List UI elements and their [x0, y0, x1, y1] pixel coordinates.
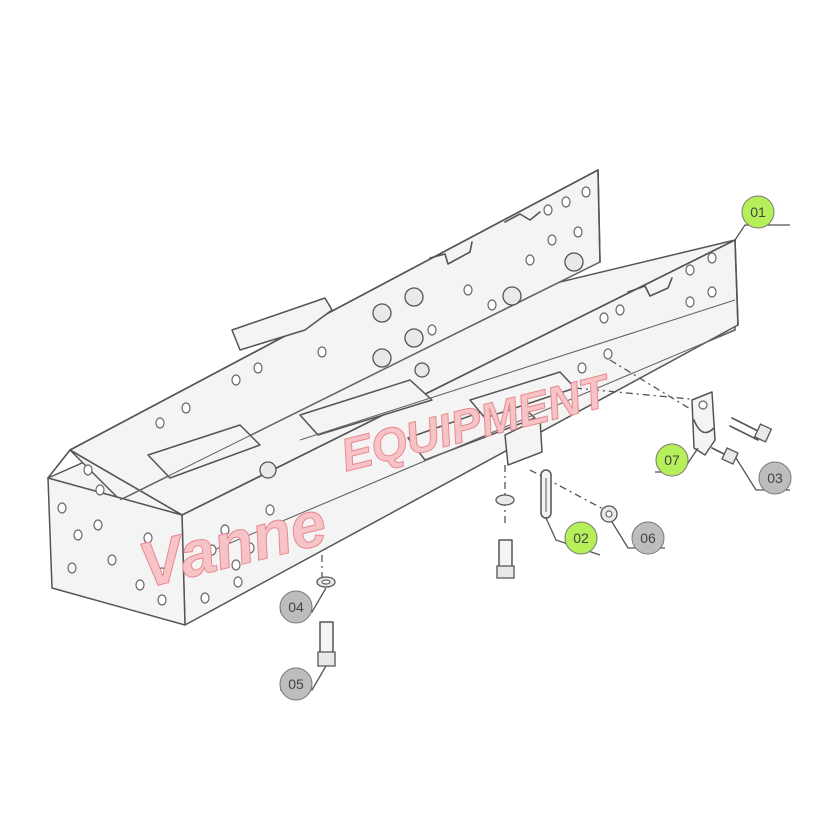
callout-03: 03	[735, 457, 792, 495]
callout-02-label: 02	[573, 530, 589, 546]
callout-04-badge	[279, 590, 313, 624]
callout-06-label: 06	[640, 530, 656, 546]
callout-01: 01	[734, 195, 790, 241]
callout-01-badge	[741, 195, 775, 229]
bolt-part-03	[711, 417, 773, 465]
callout-03-badge	[758, 461, 792, 495]
callout-02: 02	[545, 517, 601, 556]
callouts: 01 02 03 04 05 06	[279, 195, 792, 701]
clamp-bracket-part	[691, 391, 716, 456]
washer-part-04	[316, 576, 336, 588]
callout-01-label: 01	[750, 204, 766, 220]
callout-05-label: 05	[288, 676, 304, 692]
callout-04-label: 04	[288, 599, 304, 615]
callout-07: 07	[655, 443, 699, 477]
callout-04: 04	[279, 587, 327, 624]
frame-nuts	[259, 252, 584, 479]
callout-07-badge	[655, 443, 689, 477]
front-rail-holes	[200, 252, 717, 604]
callout-05-badge	[279, 667, 313, 701]
pin-part-02	[540, 469, 552, 519]
callout-07-label: 07	[664, 452, 680, 468]
end-plate-holes	[57, 464, 167, 606]
nut-part-06	[600, 505, 618, 523]
back-rail-holes	[155, 186, 591, 429]
callout-06-badge	[631, 521, 665, 555]
callout-05: 05	[279, 665, 327, 701]
bolt-part-05	[317, 621, 336, 667]
callout-03-label: 03	[767, 470, 783, 486]
mid-washer-bolt	[495, 494, 515, 579]
chassis-frame	[47, 169, 739, 626]
callout-02-badge	[564, 521, 598, 555]
callout-06: 06	[611, 521, 665, 555]
